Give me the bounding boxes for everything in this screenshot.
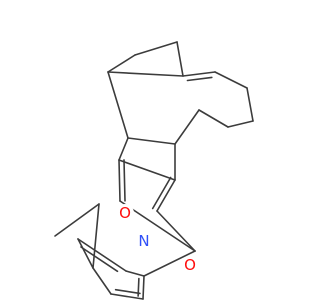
bond-line: [118, 159, 176, 181]
atom-nitrogen: N: [135, 232, 153, 250]
bond-line: [198, 109, 229, 128]
double-bond-line: [186, 76, 213, 82]
bond-line: [156, 210, 196, 252]
bond-line: [54, 203, 100, 237]
bond-line: [156, 179, 176, 212]
bond-line: [227, 120, 254, 128]
bond-line: [214, 71, 248, 89]
bond-line: [143, 250, 196, 277]
bond-line: [246, 87, 254, 122]
double-bond-line: [137, 277, 140, 297]
bond-lines: [54, 41, 254, 300]
bond-line: [107, 71, 184, 77]
bond-line: [77, 238, 94, 269]
bond-line: [77, 238, 127, 272]
bond-line: [174, 109, 200, 145]
bond-line: [125, 270, 145, 277]
bond-line: [110, 293, 144, 300]
bond-line: [118, 137, 129, 161]
bond-line: [92, 267, 112, 295]
molecule-structure: O N O: [54, 41, 254, 300]
bond-line: [176, 41, 184, 77]
double-bond-line: [80, 246, 119, 273]
double-bond-line: [123, 159, 126, 202]
bond-line: [182, 71, 216, 77]
double-bond-line: [151, 176, 172, 210]
atom-oxygen-left: O: [116, 204, 134, 222]
atom-oxygen-right: O: [181, 256, 199, 274]
bond-line: [107, 54, 136, 73]
bond-line: [134, 41, 178, 56]
atom-label-oxygen-left: O: [119, 204, 131, 222]
bond-line: [107, 71, 129, 139]
double-bond-line: [114, 288, 141, 295]
bond-line: [142, 275, 145, 300]
bond-line: [92, 203, 100, 269]
atom-label-oxygen-right: O: [184, 256, 196, 274]
bond-line: [118, 159, 121, 202]
atom-label-nitrogen: N: [138, 232, 149, 250]
bond-line: [127, 137, 176, 145]
